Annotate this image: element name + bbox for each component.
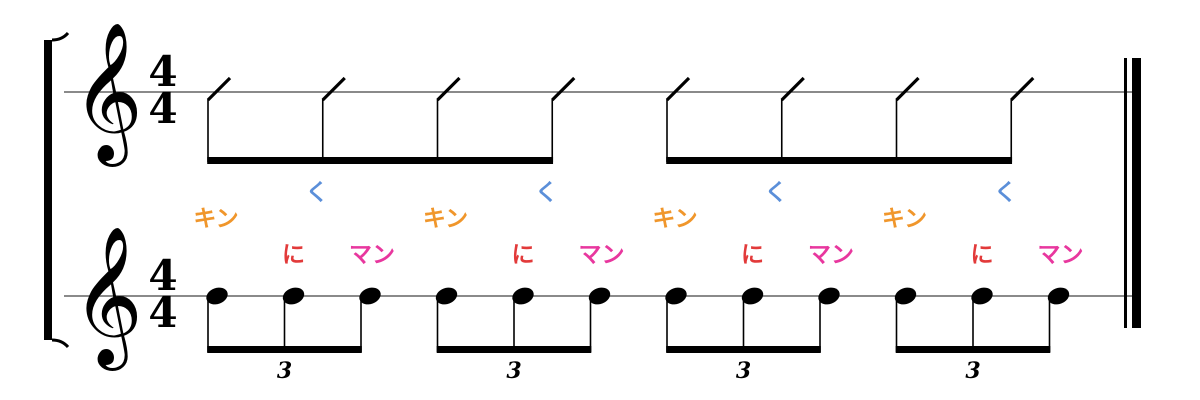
eighth-beam — [207, 157, 554, 164]
notehead — [894, 287, 917, 305]
triplet-beam — [436, 346, 592, 353]
slash-notehead — [1010, 76, 1035, 102]
lyric-syllable: キン — [193, 206, 238, 232]
slash-notehead — [321, 76, 346, 102]
lyric-syllable: に — [512, 242, 535, 268]
bottom-staff-notes: 3 3 3 3 — [206, 287, 1070, 384]
lyric-syllable: に — [971, 242, 994, 268]
lyric-syllable: マン — [1038, 242, 1084, 268]
notehead — [435, 287, 458, 305]
triplet-beam — [666, 346, 821, 353]
lyric-ku: く — [765, 180, 788, 206]
tuplet-number: 3 — [277, 358, 292, 384]
lyric-syllable: マン — [579, 242, 625, 268]
triplet-beam — [207, 346, 362, 353]
lyric-syllable: に — [741, 242, 764, 268]
slash-notehead — [206, 76, 232, 102]
lyric-syllable: マン — [349, 242, 395, 268]
notehead — [282, 287, 305, 305]
lyric-syllable: キン — [652, 206, 697, 232]
notehead — [665, 287, 687, 305]
slash-notehead — [436, 76, 461, 102]
lyric-ku: く — [994, 180, 1017, 206]
lyric-ku: く — [535, 180, 558, 206]
top-time-sig-numerator: 4 — [148, 47, 177, 96]
notehead — [971, 287, 993, 305]
eighth-beam — [666, 157, 1013, 164]
lyric-ku: く — [306, 180, 329, 206]
notehead — [588, 287, 611, 305]
triplet-beam — [895, 346, 1051, 353]
tuplet-number: 3 — [965, 358, 980, 384]
notehead — [741, 287, 764, 305]
lyric-syllable: キン — [423, 206, 468, 232]
notehead — [206, 287, 228, 305]
lyric-syllable: キン — [882, 206, 927, 232]
notehead — [359, 287, 381, 305]
slash-notehead — [895, 76, 920, 102]
final-barline — [1124, 58, 1141, 328]
notehead — [818, 287, 840, 305]
slash-notehead — [551, 76, 576, 102]
bottom-time-sig-numerator: 4 — [148, 251, 177, 300]
tuplet-number: 3 — [736, 358, 751, 384]
bottom-time-sig-denominator: 4 — [148, 288, 177, 337]
system-bracket — [44, 31, 70, 349]
slash-notehead — [780, 76, 805, 102]
top-staff-notes — [206, 76, 1035, 164]
top-treble-clef-icon: 𝄞 — [72, 22, 143, 167]
slash-notehead — [665, 76, 691, 102]
notehead — [1047, 287, 1070, 305]
tuplet-number: 3 — [506, 358, 521, 384]
notehead — [512, 287, 534, 305]
bottom-treble-clef-icon: 𝄞 — [72, 226, 143, 371]
top-time-sig-denominator: 4 — [148, 84, 177, 133]
lyric-syllable: に — [282, 242, 305, 268]
lyric-syllable: マン — [808, 242, 854, 268]
